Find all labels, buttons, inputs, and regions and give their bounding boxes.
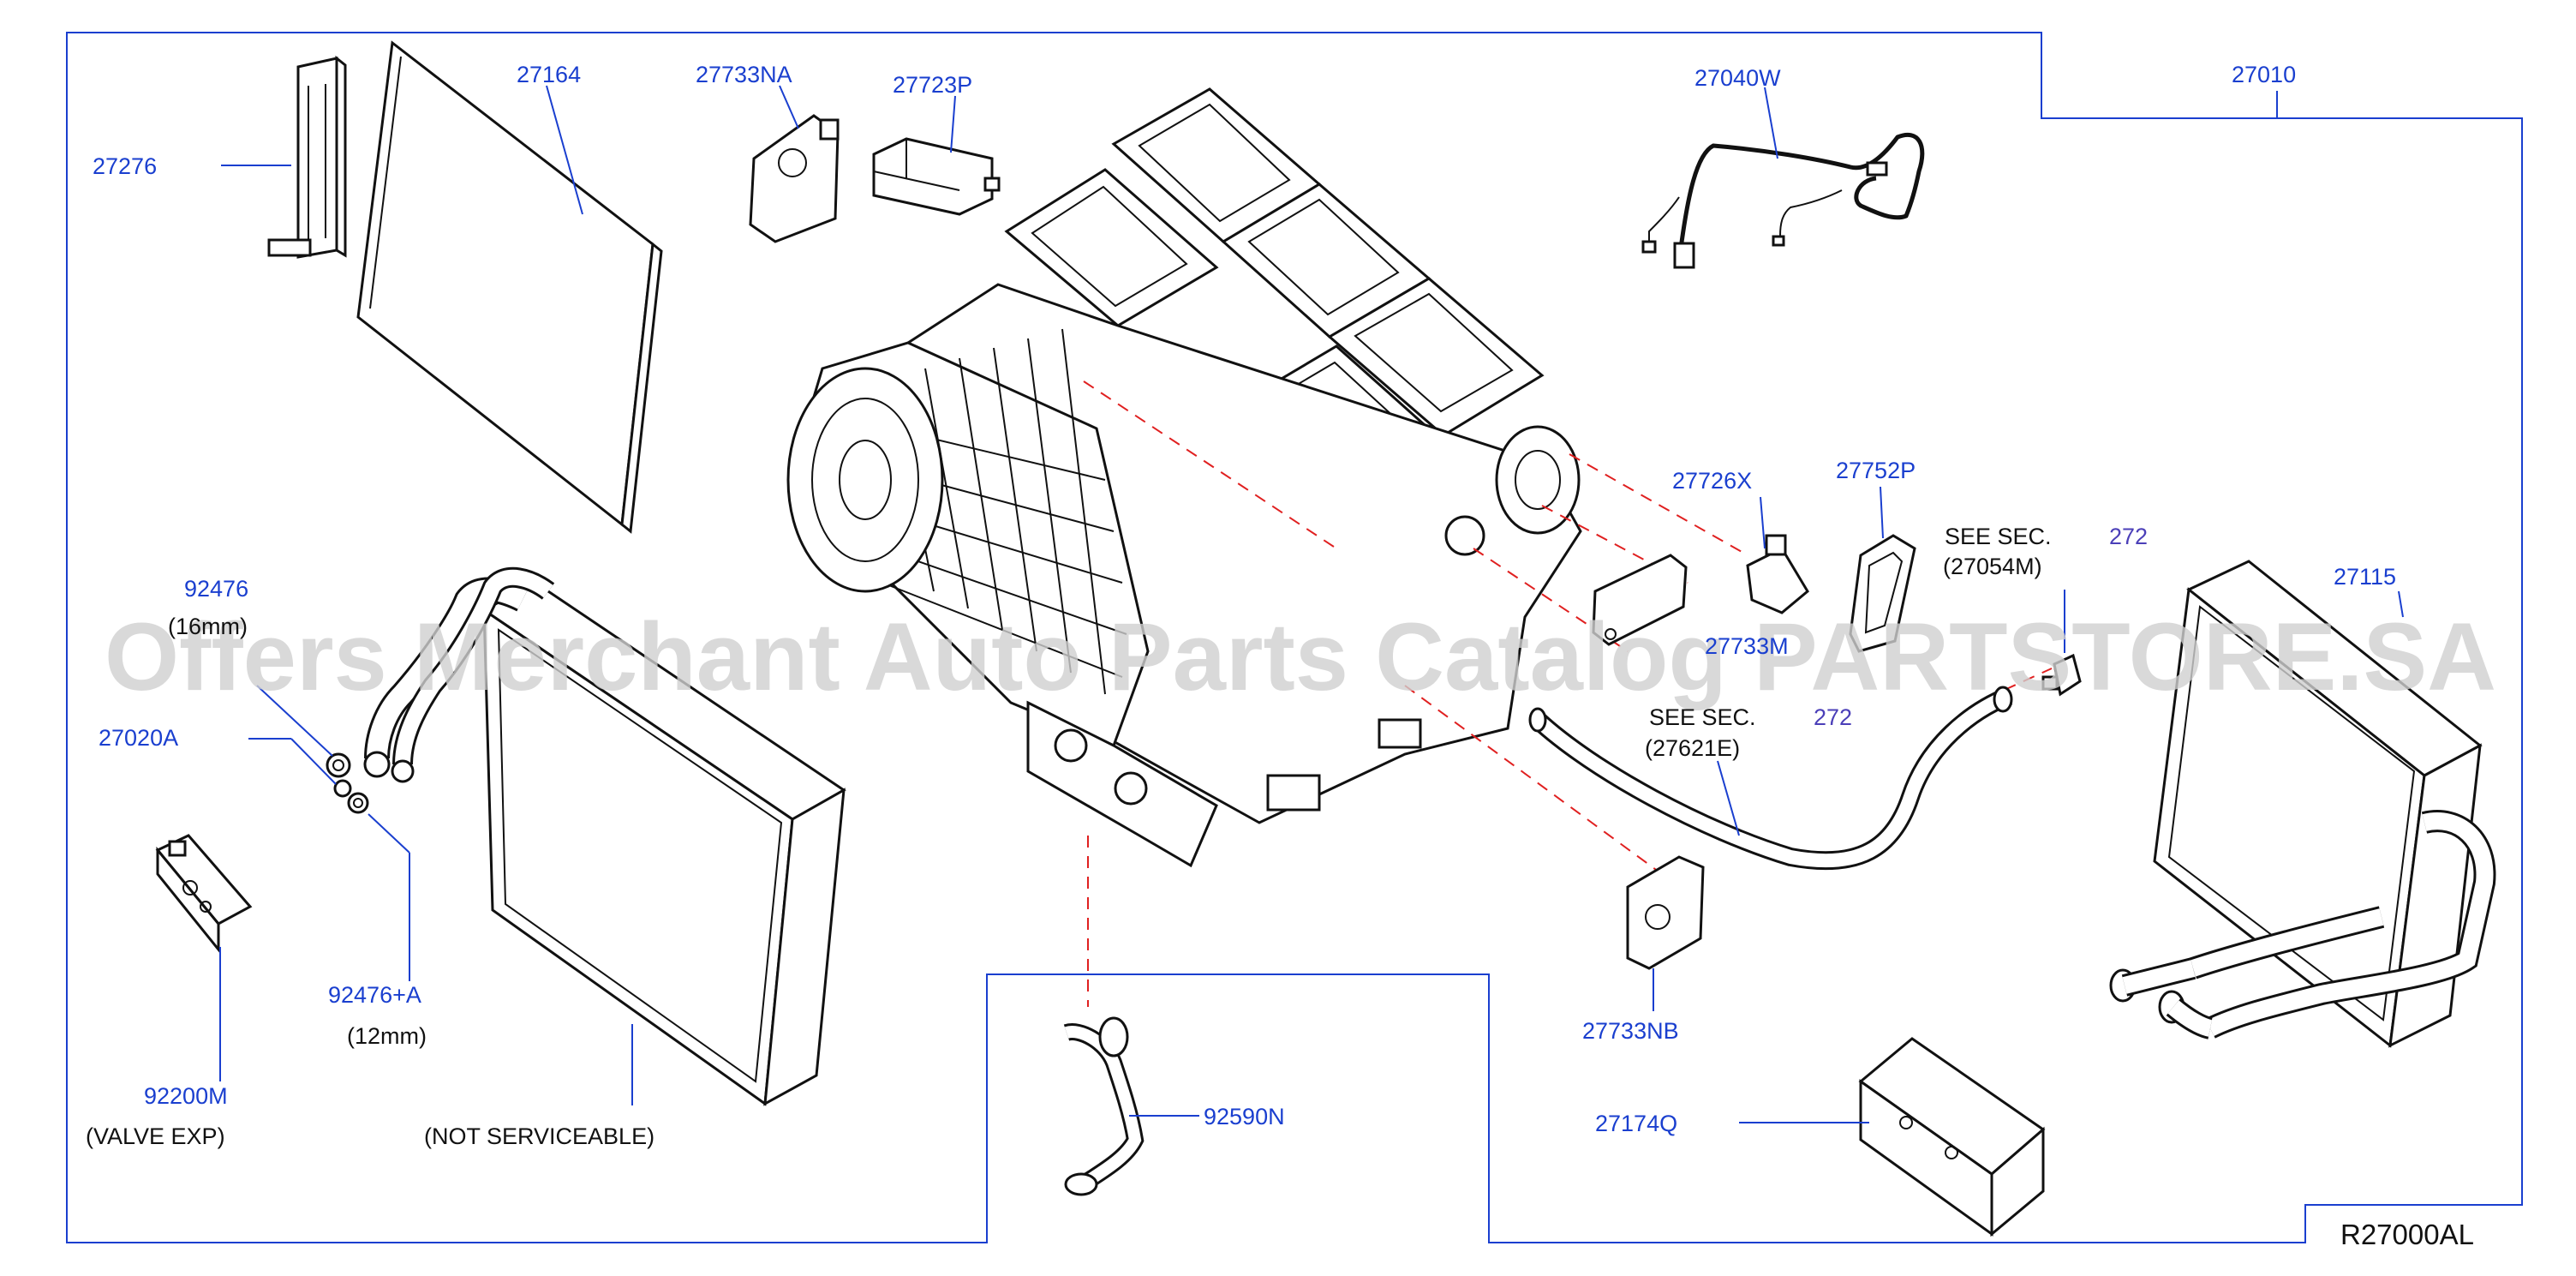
label-27726X: 27726X: [1672, 468, 1752, 494]
label-27733NB: 27733NB: [1582, 1018, 1679, 1044]
assembly-frame: [66, 32, 2523, 1243]
diagram-code: R27000AL: [2340, 1219, 2474, 1250]
label-27174Q: 27174Q: [1595, 1111, 1677, 1136]
part-27726X: [1746, 534, 1809, 614]
part-27752P: [1849, 534, 1916, 653]
see-sec-27054M-ref: (27054M): [1943, 554, 2042, 579]
leader-27621E: [1717, 760, 1740, 836]
leader-92476: [256, 685, 333, 757]
leader-27040W: [1764, 87, 1778, 159]
watermark: Offers Merchant Auto Parts Catalog PARTS…: [105, 603, 2496, 710]
label-not-serviceable: (NOT SERVICEABLE): [424, 1123, 654, 1149]
label-27752P: 27752P: [1836, 458, 1916, 483]
label-27040W: 27040W: [1694, 65, 1781, 91]
see-sec-27054M-link[interactable]: 272: [2109, 524, 2148, 549]
leader-27752P: [1880, 486, 1884, 539]
label-27733M: 27733M: [1705, 633, 1789, 659]
label-92200M: 92200M: [144, 1083, 228, 1109]
see-sec-27621E-text: SEE SEC.: [1649, 704, 1756, 730]
part-27723P-connector: [872, 137, 1001, 216]
part-27733M: [1592, 554, 1688, 646]
part-92590N-drain-hose: [1063, 1016, 1145, 1196]
label-27276: 27276: [93, 153, 157, 179]
label-27733NA: 27733NA: [696, 62, 792, 87]
part-92200M-valve: [155, 834, 253, 954]
label-92476A-size: (12mm): [347, 1023, 427, 1049]
see-sec-27621E-ref: (27621E): [1645, 735, 1740, 761]
part-27276-bracket: [267, 55, 347, 259]
part-27174Q-block: [1858, 1037, 2046, 1237]
part-27733NB-actuator: [1626, 855, 1705, 970]
label-27010: 27010: [2232, 62, 2296, 87]
label-92590N: 92590N: [1204, 1104, 1285, 1129]
see-sec-27621E-link[interactable]: 272: [1814, 704, 1852, 730]
label-27115: 27115: [2334, 564, 2396, 590]
part-27164-cabin-filter: [356, 40, 663, 534]
part-27733NA-actuator: [749, 114, 840, 243]
part-27115-heater-core: [2109, 560, 2496, 1048]
leader-27020A-b: [290, 738, 337, 785]
label-27164: 27164: [517, 62, 581, 87]
see-sec-27054M-text: SEE SEC.: [1945, 524, 2052, 549]
leader-27164: [546, 85, 583, 215]
label-92200M-note: (VALVE EXP): [86, 1123, 225, 1149]
part-hvac-housing: [786, 87, 1582, 868]
part-evaporator-core: [363, 566, 846, 1106]
leader-27115: [2398, 590, 2404, 618]
leader-92476A: [368, 813, 410, 854]
part-o-rings: [326, 752, 369, 814]
leader-27723P: [950, 95, 956, 153]
leader-27726X: [1760, 496, 1766, 549]
label-92476-size: (16mm): [168, 614, 248, 639]
part-27054M-connector: [2041, 653, 2082, 697]
label-92476A: 92476+A: [328, 982, 421, 1008]
part-27040W-harness: [1641, 133, 1925, 269]
label-92476: 92476: [184, 576, 248, 602]
part-27621E-hose: [1528, 686, 2013, 871]
label-27020A: 27020A: [99, 725, 178, 751]
label-27723P: 27723P: [893, 72, 972, 98]
leader-27733NA: [779, 85, 799, 129]
